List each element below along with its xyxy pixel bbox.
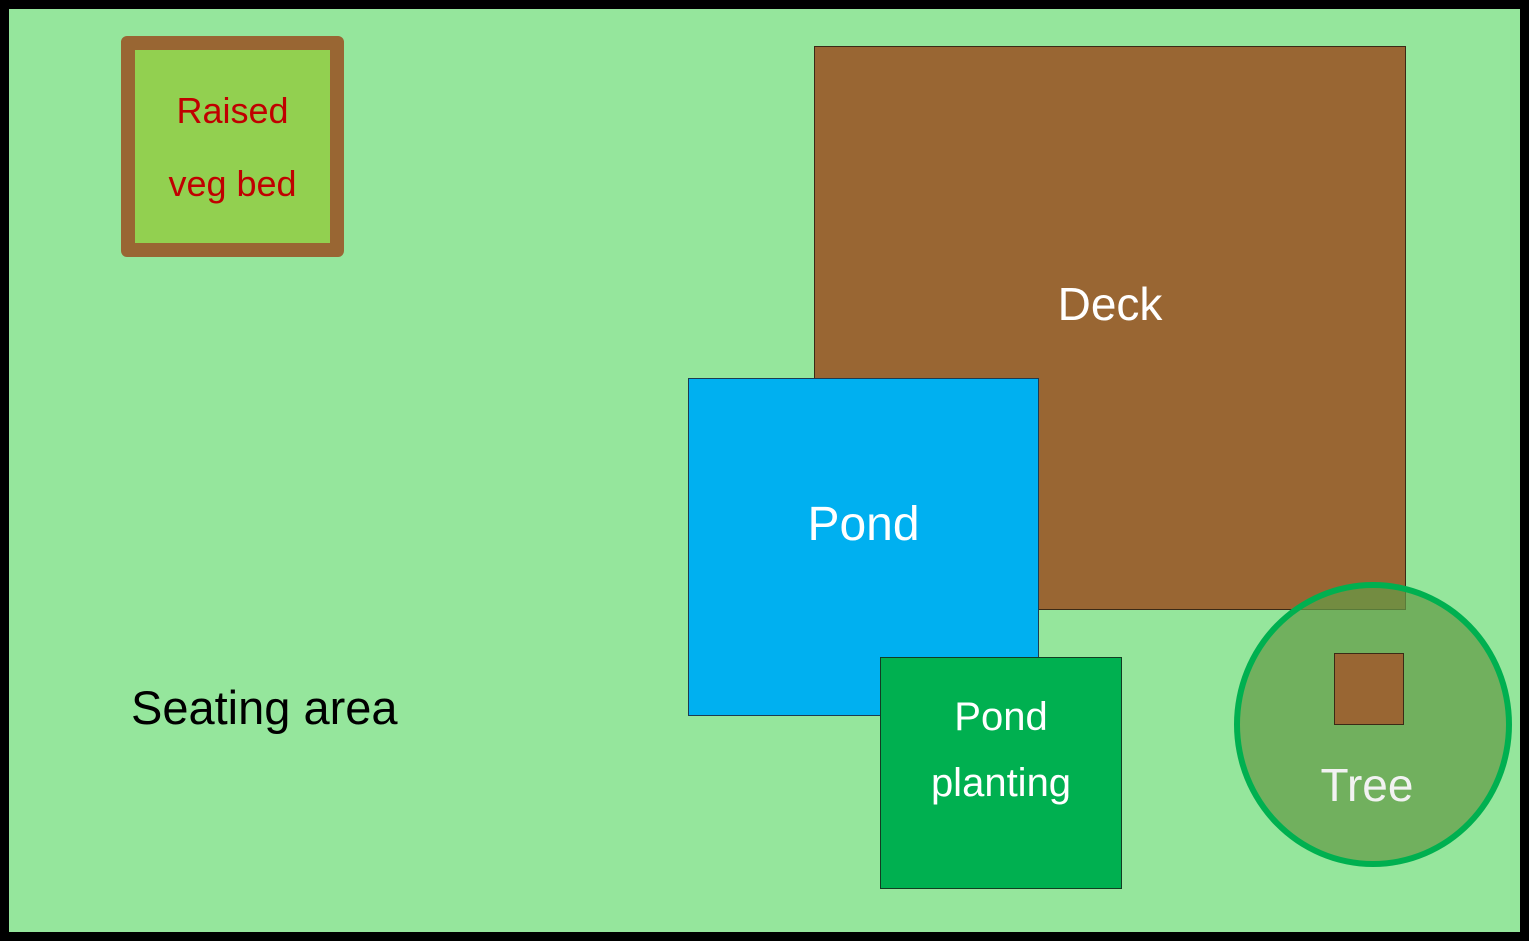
pond-label: Pond bbox=[807, 498, 920, 551]
raised-veg-bed-label-line1: Raised bbox=[176, 89, 289, 131]
tree-trunk bbox=[1334, 653, 1404, 725]
raised-veg-bed: Raised veg bed bbox=[121, 36, 344, 257]
deck-label: Deck bbox=[1057, 278, 1163, 330]
seating-area-label: Seating area bbox=[131, 681, 398, 734]
pond-planting: Pond planting bbox=[880, 657, 1122, 889]
pond-planting-label-line1: Pond bbox=[954, 695, 1048, 739]
pond-planting-label-line2: planting bbox=[930, 761, 1072, 805]
tree-label: Tree bbox=[1320, 759, 1414, 811]
raised-veg-bed-label-line2: veg bed bbox=[168, 162, 297, 204]
